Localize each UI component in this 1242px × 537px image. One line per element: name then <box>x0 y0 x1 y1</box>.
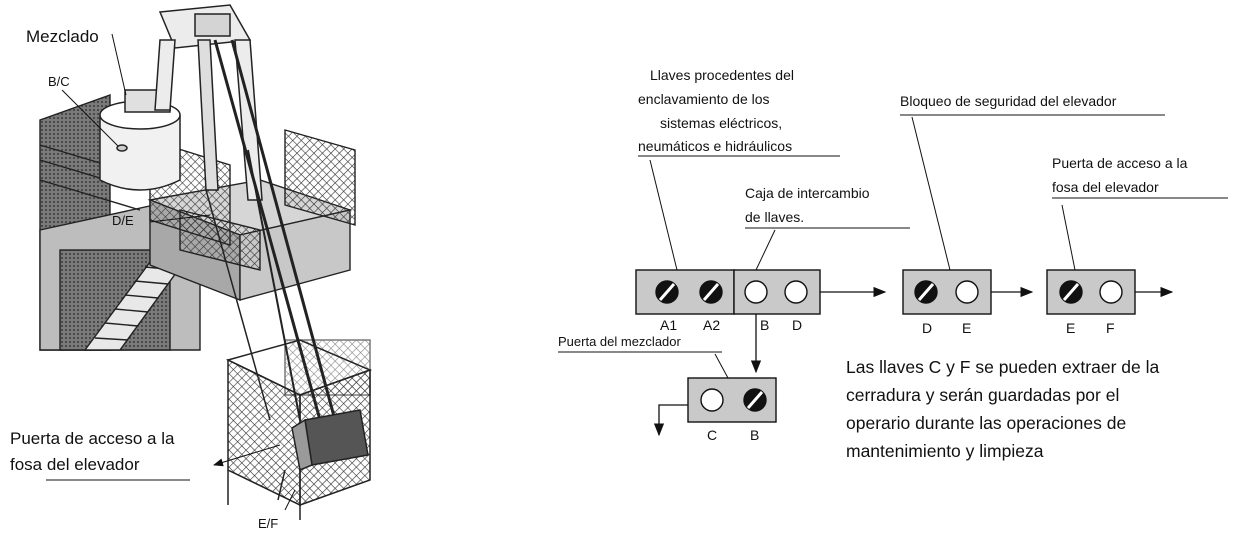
key-label-a2: A2 <box>703 317 720 333</box>
callout-keys-origin-line4: neumáticos e hidráulicos <box>638 138 792 154</box>
key-letter-labels: A1 A2 B D D E E F C B <box>660 317 1115 443</box>
locked-key-b-mixer <box>743 388 767 412</box>
key-label-c-mixer: C <box>707 427 717 443</box>
callout-keys-origin-line3: sistemas eléctricos, <box>660 115 782 131</box>
locked-key-e-pit <box>1059 280 1083 304</box>
label-pit-door-line2: fosa del elevador <box>10 455 140 474</box>
callout-keys-origin-line1: Llaves procedentes del <box>650 67 794 83</box>
locked-key-a1 <box>655 280 679 304</box>
key-label-b-mixer: B <box>750 427 759 443</box>
free-key-f-pit <box>1099 280 1123 304</box>
label-de: D/E <box>112 213 134 228</box>
pit-cage <box>225 339 373 520</box>
callout-safety-lock: Bloqueo de seguridad del elevador <box>900 93 1117 109</box>
key-interlock-schematic: Llaves procedentes del enclavamiento de … <box>558 67 1228 461</box>
callout-pit-door-line2: fosa del elevador <box>1052 179 1159 195</box>
note-line1: Las llaves C y F se pueden extraer de la <box>846 357 1159 377</box>
hoist-tower <box>154 4 337 421</box>
callout-pit-door-line1: Puerta de acceso a la <box>1052 155 1188 171</box>
callout-mixer-door: Puerta del mezclador <box>558 334 682 349</box>
callout-exchange-box-line2: de llaves. <box>745 209 804 225</box>
key-label-e-lock: E <box>962 320 971 336</box>
label-bc: B/C <box>48 74 70 89</box>
callout-leaders <box>558 114 1228 379</box>
free-key-symbols <box>700 280 1123 412</box>
locked-key-symbols <box>655 280 1083 412</box>
label-ef: E/F <box>258 516 278 531</box>
free-key-e-lock <box>955 280 979 304</box>
callout-keys-origin: Llaves procedentes del enclavamiento de … <box>638 67 794 154</box>
callout-pit-door: Puerta de acceso a la fosa del elevador <box>1052 155 1188 195</box>
key-label-d-top: D <box>792 317 802 333</box>
callout-exchange-box-line1: Caja de intercambio <box>745 185 870 201</box>
key-label-e-pit: E <box>1066 320 1075 336</box>
locked-key-a2 <box>699 280 723 304</box>
free-key-c <box>700 388 724 412</box>
explanatory-note: Las llaves C y F se pueden extraer de la… <box>846 357 1159 461</box>
note-line4: mantenimiento y limpieza <box>846 441 1044 461</box>
callout-keys-origin-line2: enclavamiento de los <box>638 91 770 107</box>
key-label-f-pit: F <box>1106 320 1115 336</box>
callout-exchange-box: Caja de intercambio de llaves. <box>745 185 870 225</box>
structure-frame <box>39 94 356 351</box>
machine-illustration: Mezclado B/C D/E E/F Puerta de acceso a … <box>10 4 373 531</box>
key-label-a1: A1 <box>660 317 677 333</box>
key-label-b-top: B <box>760 317 769 333</box>
locked-key-d-lock <box>914 280 938 304</box>
note-line2: cerradura y serán guardadas por el <box>846 385 1119 405</box>
flow-arrows <box>653 286 1174 437</box>
illustration-leaders <box>46 33 296 511</box>
label-pit-door-line1: Puerta de acceso a la <box>10 429 175 448</box>
free-key-d <box>784 280 808 304</box>
free-key-b <box>744 280 768 304</box>
label-mezclado: Mezclado <box>26 27 99 46</box>
key-label-d-lock: D <box>922 320 932 336</box>
note-line3: operario durante las operaciones de <box>846 413 1126 433</box>
